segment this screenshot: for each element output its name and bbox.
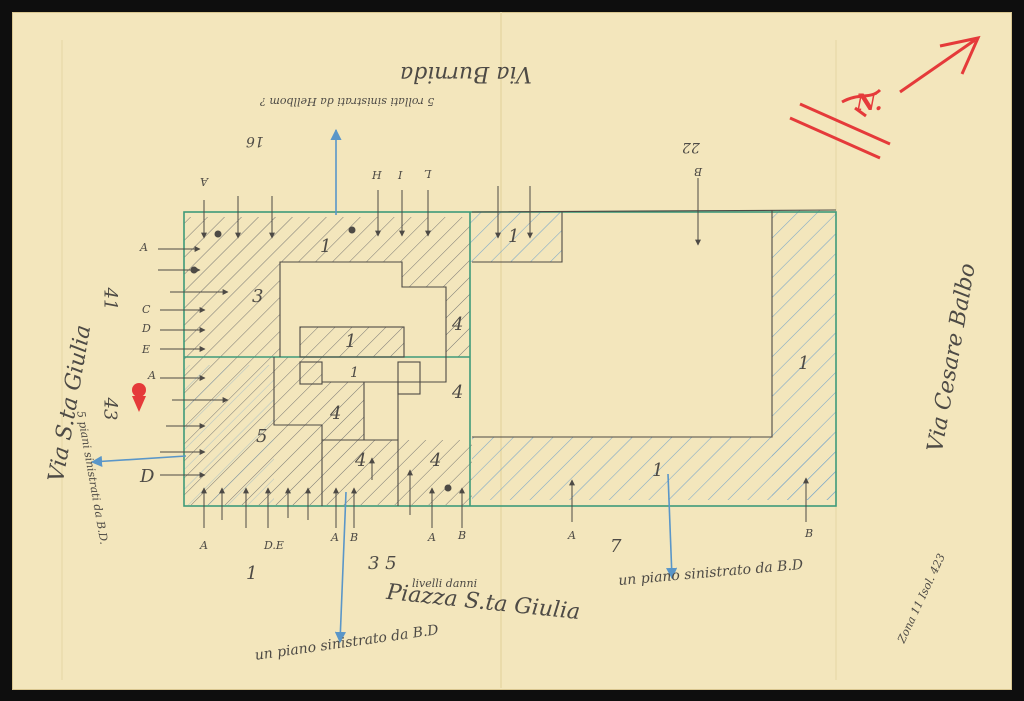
street-north: Via Burnida: [400, 61, 532, 86]
entry-label: A: [428, 531, 436, 544]
entry-label: B: [694, 165, 703, 178]
red-marker: [132, 383, 146, 412]
zone-label: 1: [652, 460, 664, 481]
entry-label: I: [398, 169, 403, 182]
entry-label: B: [350, 531, 359, 544]
entry-label: D.E: [264, 539, 284, 552]
entry-label: A: [568, 529, 576, 542]
zone-label: 4: [330, 403, 342, 424]
house-number-7: 7: [610, 536, 622, 557]
note-north: 5 rollati sinistrati da Hellbom ?: [260, 95, 435, 108]
house-number-1: 1: [246, 563, 258, 584]
entry-label: A: [200, 539, 208, 552]
zone-label: 1: [798, 353, 810, 374]
north-compass: [789, 35, 981, 160]
house-number-41: 41: [99, 287, 121, 311]
zone-label: 4: [355, 450, 367, 471]
zone-label: 4: [452, 314, 464, 335]
house-number-43: 43: [99, 397, 121, 421]
entry-label: A: [200, 175, 208, 188]
zone-label: 1: [320, 236, 332, 257]
south-entry-arrows: [201, 457, 809, 528]
entry-label: A: [140, 241, 148, 254]
zone-label: 4: [452, 382, 464, 403]
zone-label: 5: [256, 426, 268, 447]
hatched-left-block: [184, 212, 562, 505]
zone-label: 3: [252, 286, 264, 307]
house-number-22: 22: [682, 139, 700, 155]
north-entry-arrows: [201, 178, 701, 246]
compass-label: N.: [856, 90, 883, 116]
house-number-3-5: 3 5: [368, 553, 397, 574]
entry-label: H: [372, 169, 382, 182]
zone-label: 1: [350, 365, 359, 381]
zone-label: 4: [430, 450, 442, 471]
entry-label: D: [140, 466, 155, 487]
blue-damage-arrows: [90, 128, 678, 644]
entry-label: E: [142, 343, 151, 356]
entry-label: B: [805, 527, 814, 540]
pencil-inner-lines: [273, 209, 837, 506]
zone-label: 1: [345, 331, 357, 352]
entry-label: B: [458, 529, 467, 542]
entry-label: A: [331, 531, 339, 544]
zone-label: 1: [508, 226, 520, 247]
entry-label: A: [148, 369, 156, 382]
paper-fold: [500, 12, 502, 688]
note-south-mid: livelli danni: [412, 577, 478, 590]
west-entry-arrows: [158, 246, 229, 478]
entry-label: C: [142, 303, 151, 316]
entry-label: L: [424, 167, 432, 180]
entry-label: D: [142, 322, 151, 335]
survey-dots: [190, 226, 452, 492]
hatched-right-block: [472, 210, 836, 500]
house-number-16: 16: [246, 133, 264, 149]
